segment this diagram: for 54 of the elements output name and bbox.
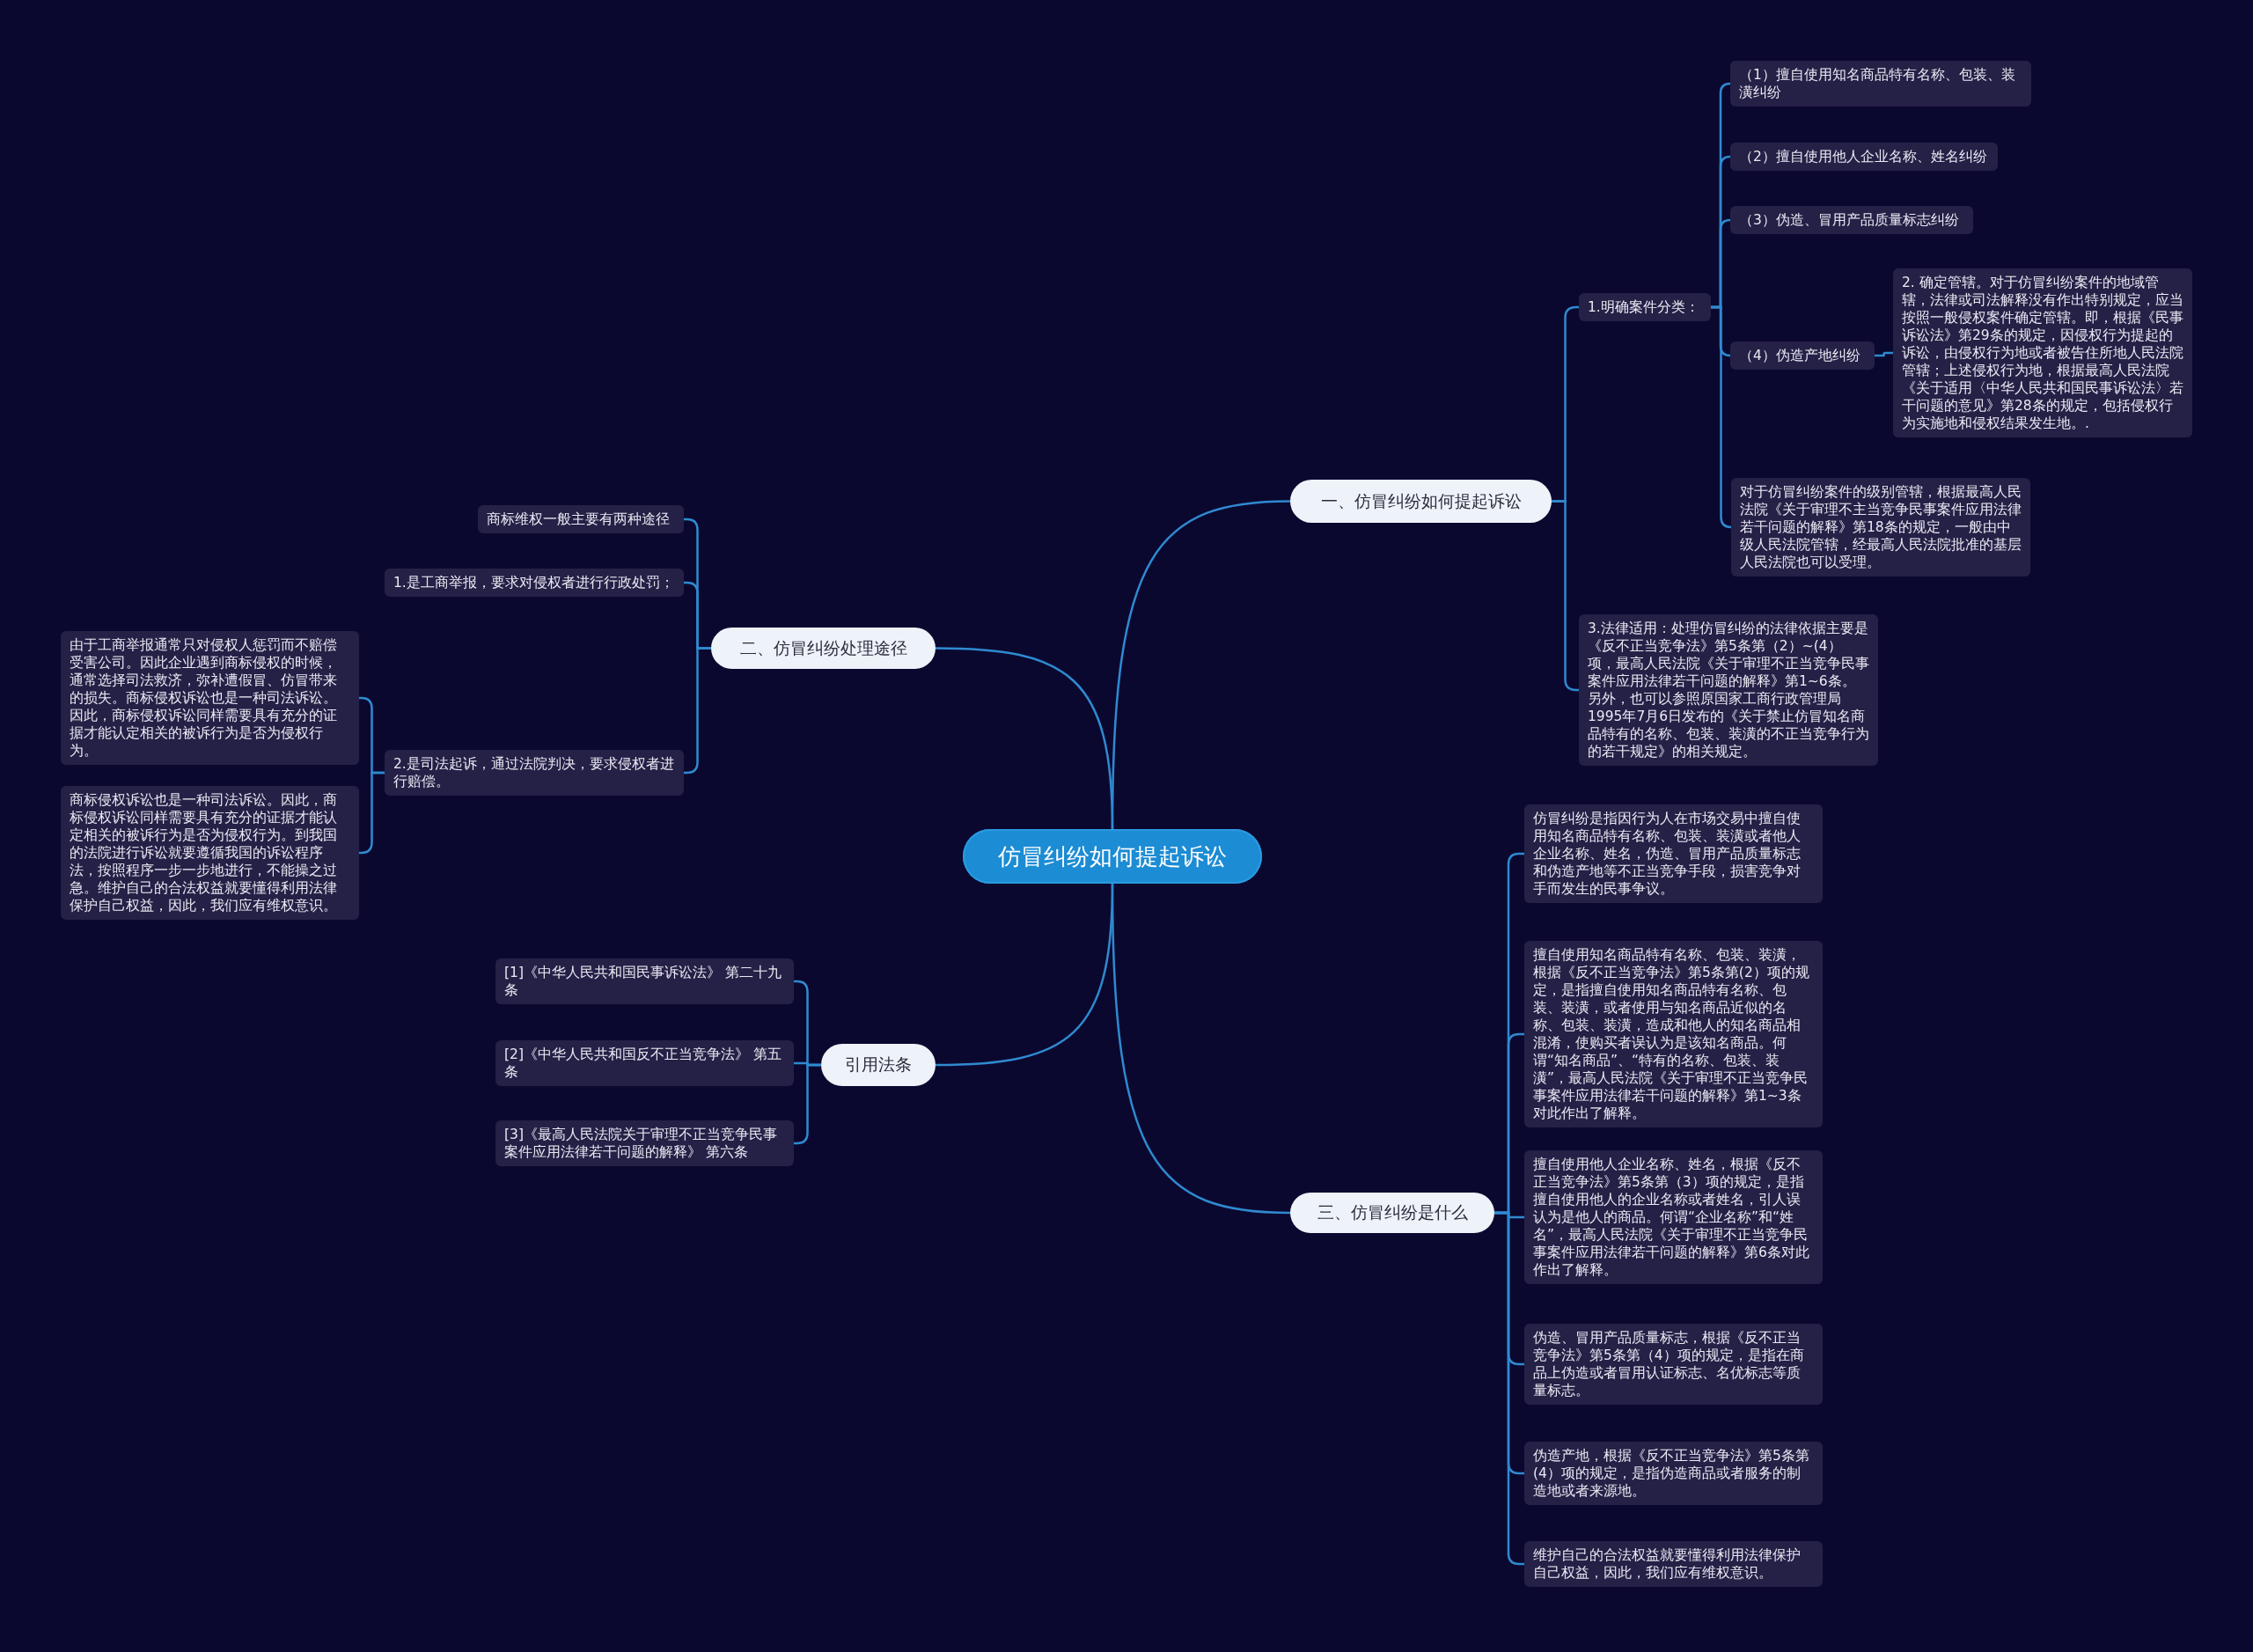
branch-topic-text: 一、仿冒纠纷如何提起诉讼: [1320, 489, 1522, 512]
note-text: 对于仿冒纠纷案件的级别管辖，根据最高人民法院《关于审理不主当竞争民事案件应用法律若干问题的解释》第18条的规定，一般由中级人民法院管辖，经最高人民法院批准的基层人民法院也可以受理。: [1740, 483, 2022, 571]
note-text: [3]《最高人民法院关于审理不正当竞争民事案件应用法律若干问题的解释》 第六条: [504, 1126, 778, 1161]
connector-line: [1875, 351, 1893, 357]
note-text: [2]《中华人民共和国反不正当竞争法》 第五条: [504, 1046, 782, 1081]
note-card: [385, 750, 684, 796]
note-text: （3）伪造、冒用产品质量标志纠纷: [1739, 211, 1960, 229]
note-card: [495, 958, 794, 1004]
note-card: [1730, 61, 2031, 106]
branch-topic-text: 三、仿冒纠纷是什么: [1317, 1201, 1468, 1223]
note-text: 2. 确定管辖。对于仿冒纠纷案件的地域管辖，法律或司法解释没有作出特别规定，应当按照一般侵权案件确定管辖。即，根据《民事诉讼法》第29条的规定，因侵权行为提起的诉讼，由侵权行为地或者被告住所地人民法院管辖；上述侵权行为地，根据最高人民法院《关于适用〈中华人民共和国民事诉讼法〉若干问题的意见》第28条的规定，包括侵权行为实施地和侵权结果发生地。.: [1902, 274, 2183, 432]
note-card: [61, 631, 359, 765]
note-text: 擅自使用知名商品特有名称、包装、装潢，根据《反不正当竞争法》第5条第(2）项的规定，是指擅自使用知名商品特有名称、包装、装潢，或者使用与知名商品近似的名称、包装、装潢，造成和他人的知名商品相混淆，使购买者误认为是该知名商品。何谓“知名商品”、“特有的名称、包装、装潢”，最高人民法院《关于审理不正当竞争民事案件应用法律若干问题的解释》第1~3条对此作出了解释。: [1533, 946, 1810, 1122]
note-text: （2）擅自使用他人企业名称、姓名纠纷: [1739, 148, 1988, 165]
branch-topic: [1290, 480, 1552, 523]
note-text: 擅自使用他人企业名称、姓名，根据《反不正当竞争法》第5条第（3）项的规定，是指擅自使用他人的企业名称或者姓名，引人误认为是他人的商品。何谓“企业名称”和“姓名”，最高人民法院《关于审理不正当竞争民事案件应用法律若干问题的解释》第6条对此作出了解释。: [1533, 1156, 1810, 1279]
note-card: [478, 505, 684, 533]
note-card: [1524, 804, 1823, 903]
note-text: 2.是司法起诉，通过法院判决，要求侵权者进行赔偿。: [393, 755, 675, 790]
branch-topic: [711, 628, 936, 669]
connector-line: [935, 647, 1114, 830]
note-card: [385, 569, 684, 597]
note-text: 商标侵权诉讼也是一种司法诉讼。因此，商标侵权诉讼同样需要具有充分的证据才能认定相关的被诉行为是否为侵权行为。到我国的法院进行诉讼就要遵循我国的诉讼程序法，按照程序一步一步地进行，不能操之过急。维护自己的合法权益就要懂得利用法律保护自己权益，因此，我们应有维权意识。: [70, 791, 338, 914]
note-card: [1579, 293, 1711, 321]
branch-topic: [821, 1044, 936, 1086]
note-text: 伪造产地，根据《反不正当竞争法》第5条第(4）项的规定，是指伪造商品或者服务的制造地或者来源地。: [1533, 1447, 1810, 1500]
note-card: [1730, 143, 1998, 171]
branch-topic: [1290, 1193, 1494, 1233]
branch-topic-text: 引用法条: [845, 1054, 912, 1076]
note-text: 维护自己的合法权益就要懂得利用法律保护自己权益，因此，我们应有维权意识。: [1533, 1546, 1802, 1582]
note-text: （4）伪造产地纠纷: [1739, 347, 1861, 364]
note-text: 伪造、冒用产品质量标志，根据《反不正当竞争法》第5条第（4）项的规定，是指在商品上伪造或者冒用认证标志、名优标志等质量标志。: [1533, 1329, 1805, 1399]
note-text: （1）擅自使用知名商品特有名称、包装、装潢纠纷: [1739, 66, 2016, 101]
note-card: [495, 1040, 794, 1086]
connector-line: [1111, 884, 1291, 1215]
note-text: 1.是工商举报，要求对侵权者进行行政处罚；: [393, 574, 675, 591]
note-card: [1524, 1442, 1823, 1505]
note-card: [61, 786, 359, 920]
note-card: [1730, 341, 1875, 370]
note-card: [1731, 478, 2030, 576]
connector-line: [1711, 305, 1733, 529]
note-text: 3.法律适用：处理仿冒纠纷的法律依据主要是《反不正当竞争法》第5条第（2）~(4）项，最高人民法院《关于审理不正当竞争民事案件应用法律若干问题的解释》第1~6条。另外，也可以参照原国家工商行政管理局1995年7月6日发布的《关于禁止仿冒知名商品特有的名称、包装、装潢的不正当竞争行为的若干规定》的相关规定。: [1588, 620, 1869, 760]
note-card: [1524, 1541, 1823, 1587]
branch-topic-text: 二、仿冒纠纷处理途径: [739, 636, 907, 659]
note-text: 仿冒纠纷是指因行为人在市场交易中擅自使用知名商品特有名称、包装、装潢或者他人企业名称、姓名，伪造、冒用产品质量标志和伪造产地等不正当竞争手段，损害竞争对手而发生的民事争议。: [1533, 810, 1802, 898]
note-text: 1.明确案件分类：: [1588, 298, 1700, 316]
note-card: [1524, 1324, 1823, 1405]
note-text: 由于工商举报通常只对侵权人惩罚而不赔偿受害公司。因此企业遇到商标侵权的时候，通常选择司法救济，弥补遭假冒、仿冒带来的损失。商标侵权诉讼也是一种司法诉讼。因此，商标侵权诉讼同样需要具有充分的证据才能认定相关的被诉行为是否为侵权行为。: [70, 636, 338, 760]
note-card: [1730, 206, 1973, 234]
note-card: [495, 1120, 794, 1166]
note-text: 商标维权一般主要有两种途径: [487, 510, 671, 528]
central-topic-text: 仿冒纠纷如何提起诉讼: [998, 841, 1227, 871]
connector-line: [359, 771, 385, 855]
note-text: [1]《中华人民共和国民事诉讼法》 第二十九条: [504, 964, 782, 999]
